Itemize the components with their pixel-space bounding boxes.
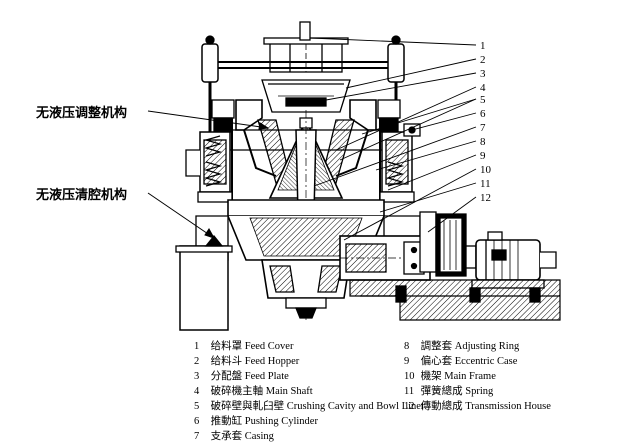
part-number-10: 10: [480, 164, 492, 176]
feed-cover: [263, 21, 349, 73]
callout-adjust-mechanism: 无液压调整机构: [36, 106, 128, 121]
legend-left: 1 给料罩 Feed Cover 2 给料斗 Feed Hopper 3 分配盤…: [194, 339, 424, 444]
part-number-8: 8: [480, 136, 486, 148]
part-number-1: 1: [480, 40, 486, 52]
legend-item: 1 给料罩 Feed Cover: [194, 341, 294, 352]
legend-item: 10 機架 Main Frame: [404, 371, 496, 382]
legend-item: 6 推動缸 Pushing Cylinder: [194, 416, 318, 427]
legend-item: 9 偏心套 Eccentric Case: [404, 356, 518, 367]
part-number-7: 7: [480, 122, 486, 134]
legend-item: 5 破碎壁與軋臼壁 Crushing Cavity and Bowl Liner: [194, 401, 425, 412]
feed-hopper: [261, 79, 351, 113]
foundation-right: [349, 279, 561, 321]
legend-item: 11 彈簧總成 Spring: [404, 386, 494, 397]
legend-right: 8 調整套 Adjusting Ring 9 偏心套 Eccentric Cas…: [404, 339, 551, 414]
legend-item: 12 傳動總成 Transmission House: [404, 401, 551, 412]
transmission-house: [339, 211, 477, 281]
part-number-4: 4: [480, 82, 486, 94]
part-number-11: 11: [480, 178, 491, 190]
bowl-housing: [229, 99, 383, 200]
part-numbers: 1 2 3 4 5 6 7 8 9 10 11 12: [480, 40, 492, 204]
part-number-6: 6: [480, 108, 486, 120]
legend-item: 4 破碎機主軸 Main Shaft: [194, 386, 313, 397]
part-leaders: [309, 37, 477, 241]
legend-item: 7 支承套 Casing: [194, 431, 274, 442]
part-number-3: 3: [480, 68, 486, 80]
legend-item: 2 给料斗 Feed Hopper: [194, 356, 300, 367]
part-number-5: 5: [480, 94, 486, 106]
eccentric-case: [261, 259, 351, 319]
legend-item: 8 調整套 Adjusting Ring: [404, 341, 520, 352]
right-adjust-mechanism: [377, 99, 421, 203]
foundation-left: [175, 234, 233, 331]
left-adjust-mechanism: [185, 99, 235, 203]
part-number-12: 12: [480, 192, 491, 204]
callout-leaders: [147, 110, 270, 239]
legend-item: 3 分配盤 Feed Plate: [194, 371, 289, 382]
part-number-2: 2: [480, 54, 486, 66]
part-number-9: 9: [480, 150, 486, 162]
callout-clear-mechanism: 无液压清腔机构: [36, 188, 128, 203]
springs: [203, 135, 405, 187]
